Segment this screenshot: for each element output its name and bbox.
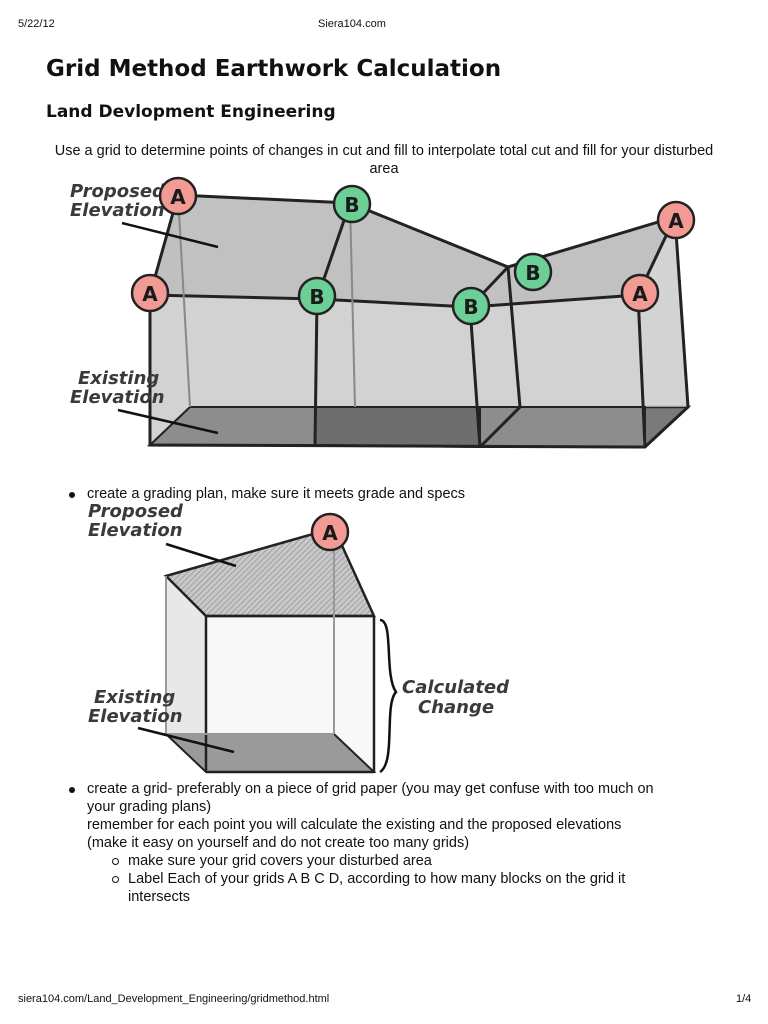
sub-list-item: Label Each of your grids A B C D, accord… [112, 870, 727, 906]
fig1-existing-label-1: Existing [78, 368, 159, 389]
fig2-proposed-label-1: Proposed [88, 501, 184, 522]
single-cell-diagram: Proposed Elevation Existing Elevation Ca… [88, 501, 510, 774]
hollow-bullet-icon [112, 858, 119, 865]
svg-text:A: A [322, 521, 338, 545]
fig1-proposed-label-2: Elevation [70, 200, 165, 221]
footer-page-number: 1/4 [736, 993, 752, 1005]
intro-text: Use a grid to determine points of change… [54, 143, 714, 177]
svg-text:A: A [142, 282, 158, 306]
change-brace [379, 618, 398, 774]
fig1-proposed-label-1: Proposed [70, 181, 166, 202]
node-b-4: B [451, 286, 491, 326]
node-a-3: A [130, 273, 170, 313]
svg-text:B: B [309, 285, 324, 309]
page-subtitle: Land Devlopment Engineering [46, 102, 336, 122]
page-title: Grid Method Earthwork Calculation [46, 56, 502, 82]
bullet-icon [69, 492, 75, 498]
proposed-surface [150, 195, 675, 307]
svg-text:B: B [344, 193, 359, 217]
node-b-3: B [297, 276, 337, 316]
hollow-bullet-icon [112, 876, 119, 883]
node-a-single: A [310, 512, 350, 552]
node-b-1: B [332, 184, 372, 224]
svg-text:A: A [170, 185, 186, 209]
list-item: create a grid- preferably on a piece of … [69, 780, 727, 906]
svg-text:A: A [632, 282, 648, 306]
fig2-existing-label-1: Existing [94, 687, 175, 708]
proposed-pointer [121, 221, 219, 249]
bullet-list-1: create a grading plan, make sure it meet… [69, 485, 727, 503]
svg-text:B: B [525, 261, 540, 285]
slab-block-2 [314, 406, 481, 449]
svg-text:B: B [463, 295, 478, 319]
node-a-1: A [158, 176, 198, 216]
grid-elevation-diagram: Proposed Elevation Existing Elevation A … [70, 176, 696, 449]
sub-list-item: make sure your grid covers your disturbe… [112, 852, 727, 870]
bullet-list-2: create a grid- preferably on a piece of … [69, 780, 727, 906]
print-date: 5/22/12 [18, 18, 55, 30]
svg-text:A: A [668, 209, 684, 233]
node-b-2: B [513, 252, 553, 292]
slab-block-3 [479, 406, 646, 448]
node-a-2: A [656, 200, 696, 240]
print-site: Siera104.com [318, 18, 386, 30]
fig2-proposed-label-2: Elevation [88, 520, 183, 541]
sub-list: make sure your grid covers your disturbe… [87, 852, 727, 906]
bullet-icon [69, 787, 75, 793]
fig2-existing-label-2: Elevation [88, 706, 183, 727]
fig1-existing-label-2: Elevation [70, 387, 165, 408]
existing-pointer [117, 408, 219, 435]
footer-url: siera104.com/Land_Development_Engineerin… [18, 993, 330, 1005]
node-a-4: A [620, 273, 660, 313]
list-item: create a grading plan, make sure it meet… [69, 485, 727, 503]
calculated-change-label-1: Calculated [402, 677, 510, 698]
calculated-change-label-2: Change [418, 697, 494, 718]
